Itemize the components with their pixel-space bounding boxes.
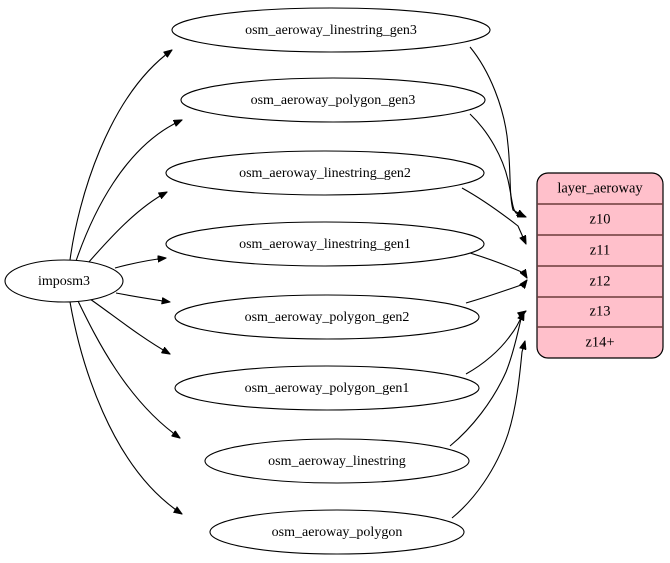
node-osm-aeroway-linestring-gen2[interactable]: osm_aeroway_linestring_gen2 xyxy=(165,150,485,196)
node-label: osm_aeroway_polygon xyxy=(272,525,403,540)
edge-imposm3-to-polygon-gen2 xyxy=(115,292,170,302)
record-row-z11-label: z11 xyxy=(590,242,610,258)
node-imposm3-label: imposm3 xyxy=(38,274,90,289)
edge-imposm3-to-linestring-gen3 xyxy=(69,50,172,261)
edge-imposm3-to-polygon-gen1 xyxy=(89,298,170,354)
node-label: osm_aeroway_linestring_gen3 xyxy=(245,23,417,38)
node-imposm3[interactable]: imposm3 xyxy=(4,259,124,303)
edge-linestring-to-z13 xyxy=(449,312,524,447)
node-layer-aeroway-record[interactable]: layer_aeroway z10 z11 z12 z13 z14+ xyxy=(536,172,664,359)
record-header-label: layer_aeroway xyxy=(557,180,643,196)
node-osm-aeroway-polygon[interactable]: osm_aeroway_polygon xyxy=(209,509,465,555)
edge-imposm3-to-linestring-gen1 xyxy=(114,258,166,269)
node-ellipse xyxy=(204,438,470,484)
node-ellipse xyxy=(174,294,480,340)
record-row-z10-label: z10 xyxy=(590,211,611,227)
node-label: osm_aeroway_linestring_gen2 xyxy=(239,166,411,181)
node-ellipse xyxy=(174,365,480,411)
edge-polygon-to-z14plus xyxy=(451,341,525,519)
edge-polygon-gen3-to-z10 xyxy=(469,113,526,217)
node-label: osm_aeroway_linestring xyxy=(268,454,406,469)
record-row-z13-label: z13 xyxy=(590,303,611,319)
edge-linestring-gen2-to-z11 xyxy=(461,187,526,244)
node-osm-aeroway-polygon-gen1[interactable]: osm_aeroway_polygon_gen1 xyxy=(174,365,480,411)
node-osm-aeroway-polygon-gen2[interactable]: osm_aeroway_polygon_gen2 xyxy=(174,294,480,340)
node-osm-aeroway-polygon-gen3[interactable]: osm_aeroway_polygon_gen3 xyxy=(180,77,486,123)
node-label: osm_aeroway_polygon_gen2 xyxy=(245,310,410,325)
edge-linestring-gen1-to-z12 xyxy=(469,252,527,278)
node-imposm3-ellipse xyxy=(4,259,124,303)
edge-imposm3-to-polygon-gen3 xyxy=(75,120,182,262)
edge-group-tables-to-layer xyxy=(449,46,527,519)
record-row-z12-label: z12 xyxy=(590,273,611,289)
record-row-z14plus-label: z14+ xyxy=(585,334,614,350)
node-label: osm_aeroway_polygon_gen1 xyxy=(245,381,410,396)
node-ellipse xyxy=(209,509,465,555)
edge-imposm3-to-linestring-gen2 xyxy=(87,192,167,264)
edge-group-source-to-tables xyxy=(69,50,182,514)
node-osm-aeroway-linestring-gen3[interactable]: osm_aeroway_linestring_gen3 xyxy=(171,7,491,53)
node-label: osm_aeroway_polygon_gen3 xyxy=(251,93,416,108)
node-osm-aeroway-linestring-gen1[interactable]: osm_aeroway_linestring_gen1 xyxy=(165,221,485,267)
node-ellipse xyxy=(165,150,485,196)
edge-polygon-gen2-to-z12 xyxy=(465,280,527,304)
edge-imposm3-to-linestring xyxy=(77,300,180,438)
node-ellipse xyxy=(180,77,486,123)
edge-linestring-gen3-to-z10 xyxy=(469,46,525,217)
edge-imposm3-to-polygon xyxy=(69,301,182,514)
node-osm-aeroway-linestring[interactable]: osm_aeroway_linestring xyxy=(204,438,470,484)
node-ellipse xyxy=(165,221,485,267)
node-label: osm_aeroway_linestring_gen1 xyxy=(239,237,411,252)
node-ellipse xyxy=(171,7,491,53)
